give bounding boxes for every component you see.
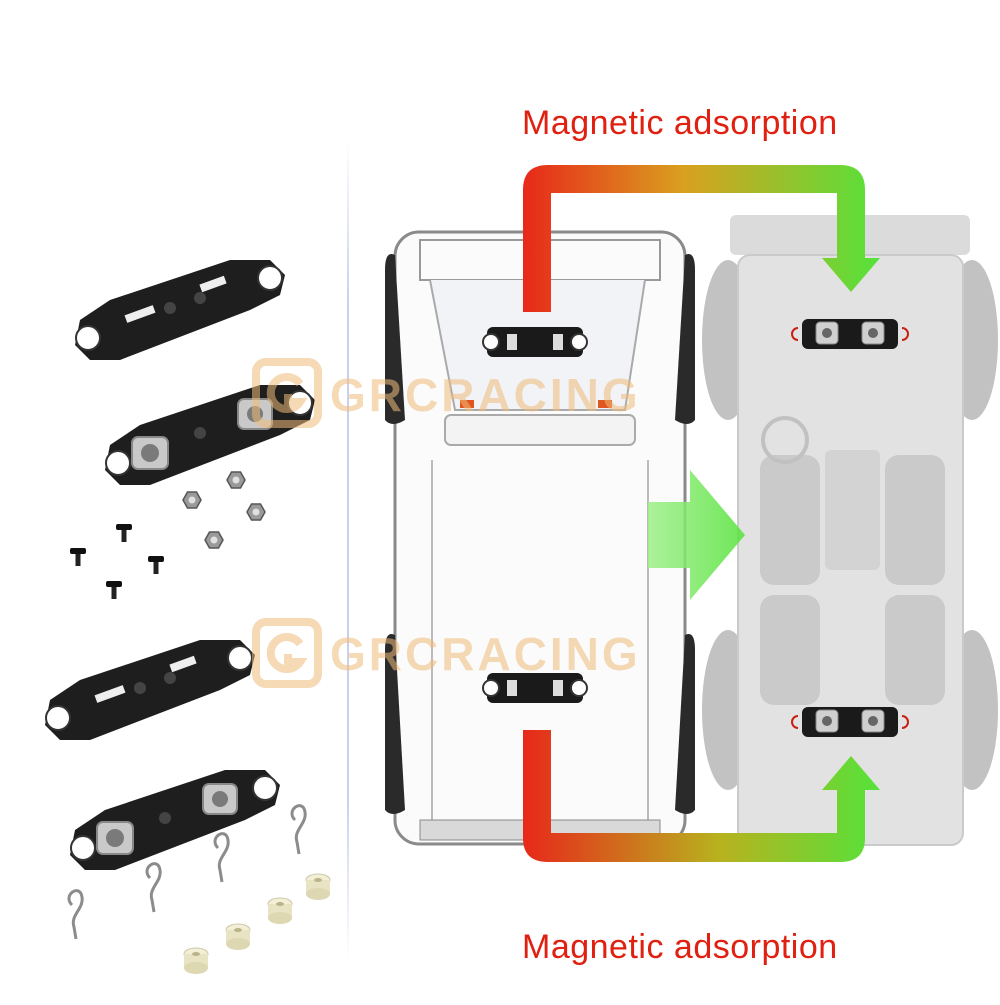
divider-line — [347, 140, 349, 960]
watermark-logo-icon — [252, 358, 322, 428]
top-connector-arrow — [523, 165, 880, 312]
screw — [106, 581, 122, 599]
body-clip — [67, 889, 84, 941]
chassis — [702, 215, 998, 846]
body-clip — [290, 804, 307, 856]
bottom-connector-arrow — [523, 730, 880, 862]
caption-bottom: Magnetic adsorption — [522, 928, 838, 966]
screw — [116, 524, 132, 542]
bracket-magnet-2 — [69, 769, 281, 871]
screw — [70, 548, 86, 566]
hex-nut — [204, 531, 224, 549]
spacer — [183, 947, 209, 975]
right-arrow-icon — [648, 470, 745, 600]
spacer — [225, 923, 251, 951]
bracket-plain-1 — [74, 259, 286, 361]
screw — [148, 556, 164, 574]
hex-nut — [226, 471, 246, 489]
hex-nut — [182, 491, 202, 509]
body-clip — [213, 832, 230, 884]
watermark-text: GRCRACING — [330, 369, 641, 421]
watermark-text: GRCRACING — [330, 628, 641, 680]
body-clip — [145, 862, 162, 914]
car-body-shell — [385, 230, 695, 846]
watermark-logo-icon — [252, 618, 322, 688]
chassis-mount-front — [791, 318, 909, 350]
chassis-mount-rear — [791, 706, 909, 738]
caption-top: Magnetic adsorption — [522, 104, 838, 142]
body-mount-front — [482, 326, 588, 358]
spacer — [267, 897, 293, 925]
hex-nut — [246, 503, 266, 521]
bracket-plain-2 — [44, 639, 256, 741]
spacer — [305, 873, 331, 901]
